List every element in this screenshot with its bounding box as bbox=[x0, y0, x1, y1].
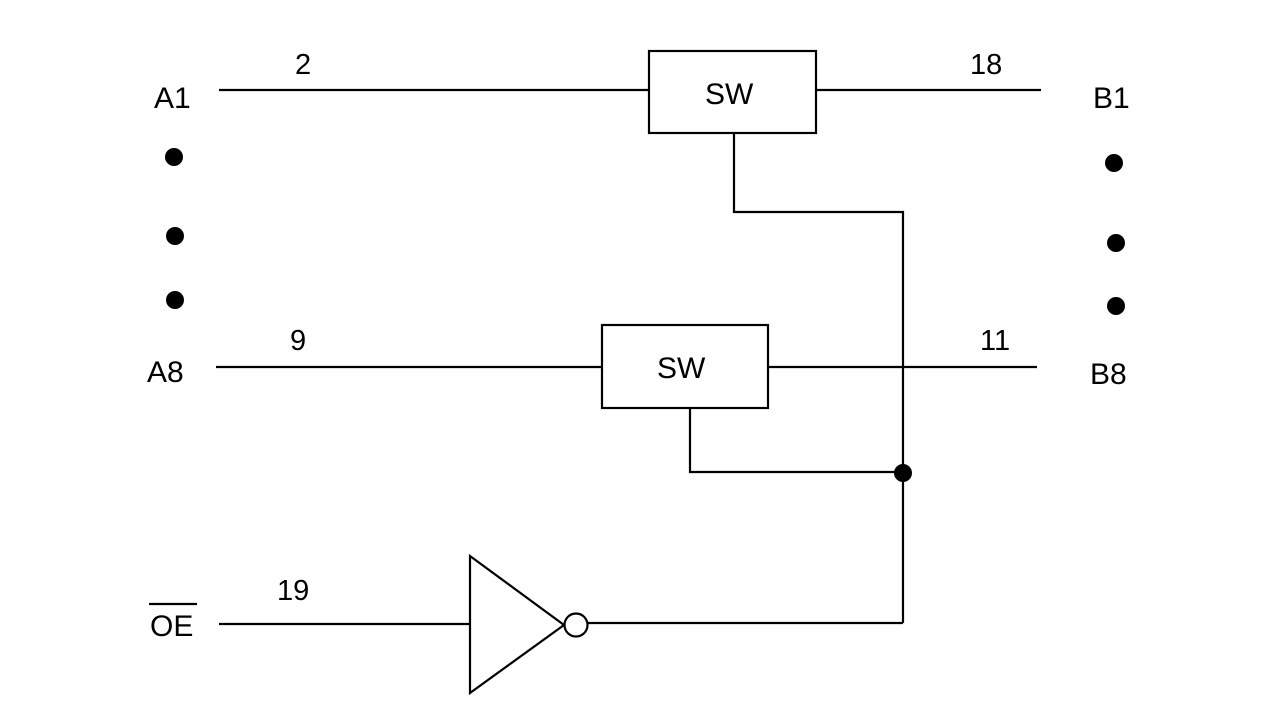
signal-b1-label: B1 bbox=[1093, 82, 1130, 115]
pin-oe-number: 19 bbox=[277, 575, 309, 607]
control-wire-bottom-switch bbox=[688, 408, 903, 474]
ellipsis-dot-right-3 bbox=[1107, 297, 1125, 315]
switch-top-label: SW bbox=[705, 78, 754, 111]
ellipsis-dot-right-1 bbox=[1105, 154, 1123, 172]
ellipsis-dot-left-2 bbox=[166, 227, 184, 245]
ellipsis-dot-left-3 bbox=[166, 291, 184, 309]
pin-a8-number: 9 bbox=[290, 325, 306, 357]
signal-b8-label: B8 bbox=[1090, 358, 1127, 391]
ellipsis-dot-left-1 bbox=[165, 148, 183, 166]
pin-a1-number: 2 bbox=[295, 49, 311, 81]
pin-b8-number: 11 bbox=[980, 325, 1010, 357]
ellipsis-dot-right-2 bbox=[1107, 234, 1125, 252]
switch-bottom-box bbox=[600, 323, 770, 410]
switch-bottom-label: SW bbox=[657, 352, 706, 385]
switch-top-box bbox=[647, 49, 818, 135]
inverter-bubble bbox=[563, 612, 589, 638]
junction-dot bbox=[894, 464, 912, 482]
signal-a1-label: A1 bbox=[154, 82, 191, 115]
signal-oe-label: OE bbox=[150, 610, 193, 643]
pin-b1-number: 18 bbox=[970, 49, 1002, 81]
signal-a8-label: A8 bbox=[147, 356, 184, 389]
control-wire-main bbox=[732, 133, 905, 623]
inverter-triangle bbox=[468, 553, 566, 696]
